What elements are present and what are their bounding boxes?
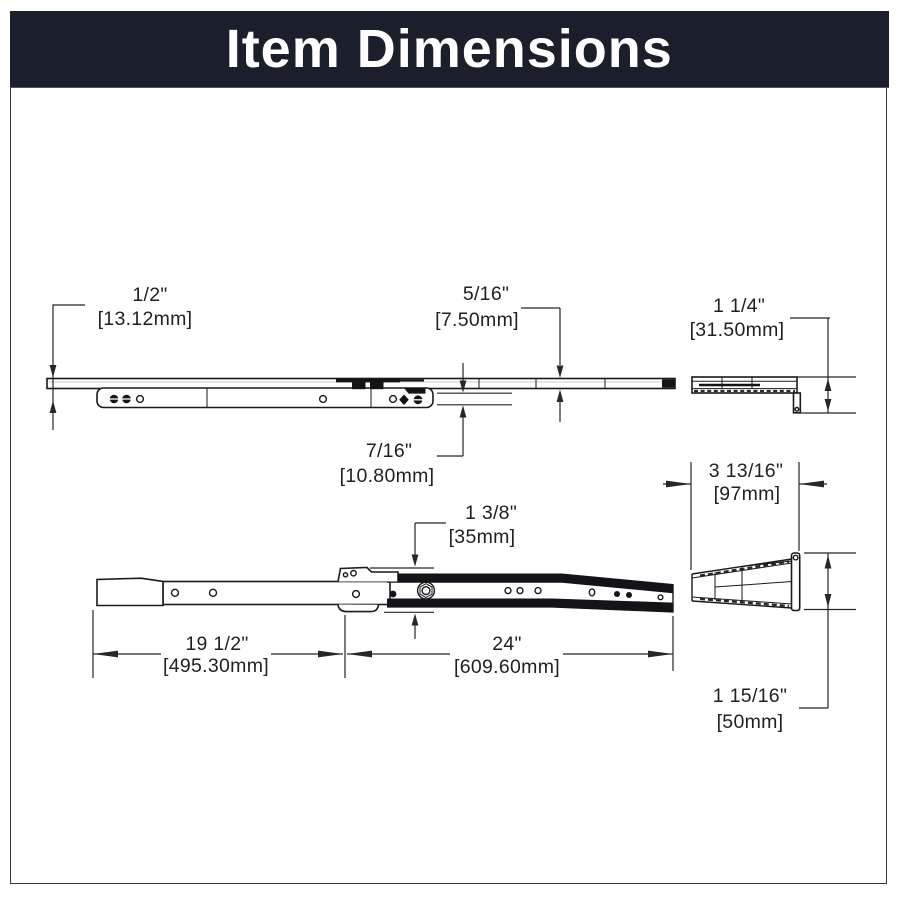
mounting-hole xyxy=(208,588,218,597)
rivet-fastener xyxy=(614,591,620,597)
rivet-fastener xyxy=(389,590,397,598)
arrowhead xyxy=(824,555,832,569)
dim-end-profile-closed-height: 1 1/4" [31.50mm] xyxy=(690,295,856,414)
page-title: Item Dimensions xyxy=(225,19,673,79)
mounting-clip xyxy=(336,378,400,383)
dim-connector-height-mm: [35mm] xyxy=(449,526,516,548)
dim-rear-section-mm: [495.30mm] xyxy=(163,655,269,677)
arrowhead xyxy=(556,365,564,378)
clip-tab xyxy=(370,382,384,390)
arrowhead xyxy=(459,405,467,418)
dim-slide-length-mm: [609.60mm] xyxy=(454,656,560,678)
content-frame xyxy=(10,11,887,884)
dim-end-profile-width: 3 13/16" [97mm] xyxy=(663,460,827,570)
latch-stud xyxy=(399,394,409,405)
mounting-hole xyxy=(351,589,361,599)
dim-end-width-inch: 3 13/16" xyxy=(709,460,783,482)
rail-end-cap xyxy=(662,379,675,388)
mounting-hole xyxy=(135,394,145,404)
dim-closed-height: 1/2" [13.12mm] xyxy=(49,284,193,430)
dim-connector-height-inch: 1 3/8" xyxy=(465,502,517,524)
arrowhead xyxy=(824,594,832,608)
dim-end-closed-height-inch: 1 1/4" xyxy=(713,295,765,317)
dim-member-height-inch: 7/16" xyxy=(366,440,412,462)
dim-slide-length-inch: 24" xyxy=(492,633,522,655)
clip-tab xyxy=(352,382,366,390)
mounting-hole xyxy=(516,586,524,595)
mounting-hole xyxy=(318,394,328,404)
dim-member-height-mm: [10.80mm] xyxy=(340,465,435,487)
lower-member xyxy=(96,387,434,409)
arrowhead xyxy=(556,389,564,402)
dim-end-ext-height-inch: 1 15/16" xyxy=(713,685,787,707)
rear-rail-cap xyxy=(96,577,164,607)
front-rail-bottom-flange xyxy=(387,598,673,613)
dim-lengths: 19 1/2" [495.30mm] 24" [609.60mm] xyxy=(92,610,674,678)
bar-hole xyxy=(792,554,799,561)
bracket-hole xyxy=(350,569,357,577)
dim-end-profile-extended-height: 1 15/16" [50mm] xyxy=(713,552,856,733)
mounting-hole xyxy=(657,594,664,601)
top-view-end-profile xyxy=(691,376,802,414)
mounting-hole xyxy=(388,394,398,404)
dim-member-height: 7/16" [10.80mm] xyxy=(340,363,512,487)
front-rail-top-flange xyxy=(387,573,673,594)
dim-connector-height: 1 3/8" [35mm] xyxy=(370,502,517,639)
rear-rail xyxy=(162,580,391,606)
arrowhead xyxy=(347,650,372,658)
arrowhead xyxy=(49,400,57,413)
arrowhead xyxy=(799,480,824,488)
arrowhead xyxy=(318,650,343,658)
dim-rail-thickness-mm: [7.50mm] xyxy=(435,309,519,331)
header-bar: Item Dimensions xyxy=(10,11,889,88)
dim-rear-section-inch: 19 1/2" xyxy=(185,633,248,655)
latch-hook xyxy=(404,388,426,394)
leg-hole xyxy=(794,406,800,412)
arrowhead xyxy=(824,378,832,391)
bracket-hole xyxy=(342,572,349,578)
dim-end-ext-height-mm: [50mm] xyxy=(717,711,784,733)
arrowhead xyxy=(824,399,832,412)
bottom-view-extended-slide xyxy=(96,566,674,613)
dim-closed-height-mm: [13.12mm] xyxy=(98,308,193,330)
arrowhead xyxy=(49,365,57,378)
dim-rail-thickness: 5/16" [7.50mm] xyxy=(435,283,564,422)
dim-end-width-mm: [97mm] xyxy=(714,483,781,505)
connector-bracket-lower xyxy=(337,604,380,613)
end-bracket-bar xyxy=(790,552,801,612)
dim-closed-height-inch: 1/2" xyxy=(132,284,167,306)
pivot-center xyxy=(421,585,431,596)
mounting-slot xyxy=(588,588,596,597)
dim-rail-thickness-inch: 5/16" xyxy=(463,283,509,305)
top-view-closed-slide xyxy=(46,377,676,409)
arrowhead xyxy=(411,613,419,626)
bracket-leg xyxy=(792,392,802,414)
pivot-fastener xyxy=(416,581,436,600)
bottom-view-end-profile xyxy=(691,552,801,612)
arrowhead xyxy=(411,554,419,567)
arrowhead xyxy=(648,650,673,658)
hex-nut xyxy=(419,583,433,599)
arrowhead xyxy=(666,480,691,488)
mounting-hole xyxy=(170,588,180,597)
arrowhead xyxy=(93,650,118,658)
arrowhead xyxy=(459,380,467,393)
mounting-hole xyxy=(504,586,512,595)
mounting-hole xyxy=(534,586,542,595)
rivet-fastener xyxy=(626,592,632,598)
dim-end-closed-height-mm: [31.50mm] xyxy=(690,319,785,341)
